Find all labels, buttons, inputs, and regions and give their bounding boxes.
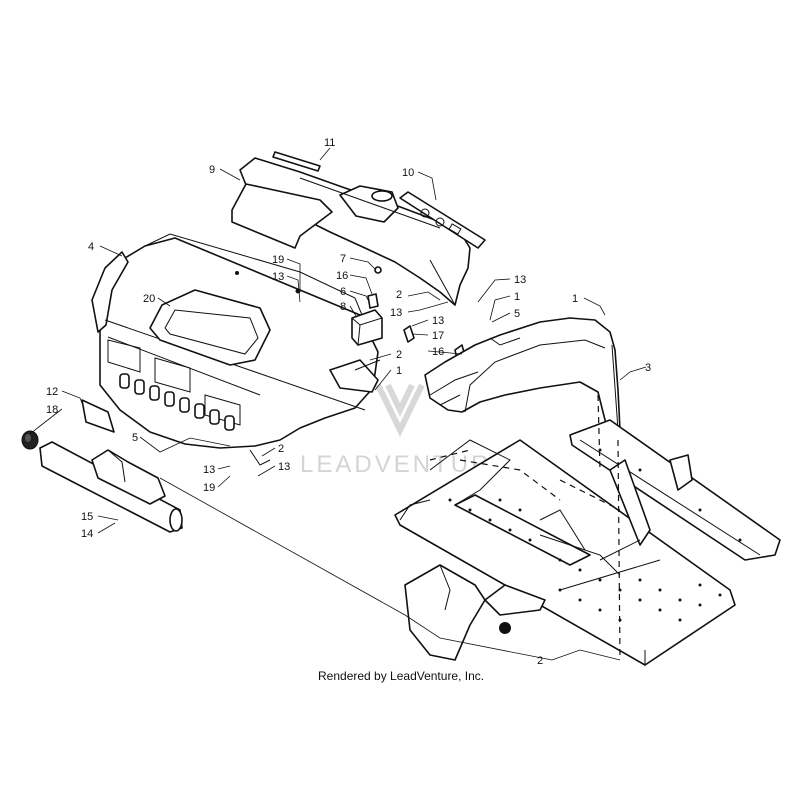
part-3-side-panel (424, 317, 621, 439)
callout-1-left: 1 (396, 365, 402, 377)
part-12-decal (81, 399, 115, 433)
render-credit: Rendered by LeadVenture, Inc. (318, 669, 484, 683)
callout-10: 10 (402, 167, 414, 179)
callout-2-bottom: 2 (537, 655, 543, 667)
callout-13-d: 13 (432, 315, 444, 327)
callout-11: 11 (324, 137, 335, 149)
callout-5-right: 5 (514, 308, 520, 320)
callout-6: 6 (340, 286, 346, 298)
part-4-hood (91, 233, 379, 449)
callout-15: 15 (81, 511, 93, 523)
part-18-cap (21, 430, 39, 450)
connector-lines (159, 359, 621, 661)
callout-7: 7 (340, 253, 346, 265)
callout-13-e: 13 (203, 464, 215, 476)
callout-9: 9 (209, 164, 215, 176)
frame-assembly (394, 419, 781, 666)
callout-labels: 1 1 1 2 2 2 2 2 3 4 5 5 6 7 8 9 10 11 12… (46, 137, 651, 667)
callout-12: 12 (46, 386, 58, 398)
part-8-relay (351, 309, 383, 346)
callout-leaders (29, 147, 647, 661)
callout-16-top: 16 (336, 270, 348, 282)
callout-19-bottom: 19 (203, 482, 215, 494)
part-11-decal-strip (272, 151, 321, 172)
callout-18: 18 (46, 404, 58, 416)
callout-16-bottom: 16 (432, 346, 444, 358)
callout-4: 4 (88, 241, 94, 253)
callout-17: 17 (432, 330, 444, 342)
part-10-switch-plate (399, 191, 486, 249)
callout-1-mid: 1 (514, 291, 520, 303)
watermark-logo (375, 383, 425, 437)
callout-13-f: 13 (278, 461, 290, 473)
part-15-handlebar (39, 441, 183, 533)
callout-2-top: 2 (396, 289, 402, 301)
callout-1-right: 1 (572, 293, 578, 305)
part-6-clip (367, 293, 379, 309)
part-17-clip (403, 325, 415, 343)
callout-13-b: 13 (390, 307, 402, 319)
callout-13-a: 13 (272, 271, 284, 283)
part-9-dash-panel (231, 157, 471, 306)
callout-2-mid: 2 (396, 349, 402, 361)
callout-3: 3 (645, 362, 651, 374)
callout-20: 20 (143, 293, 155, 305)
callout-14: 14 (81, 528, 93, 540)
callout-19-top: 19 (272, 254, 284, 266)
callout-5-left: 5 (132, 432, 138, 444)
callout-8: 8 (340, 301, 346, 313)
callout-2-low: 2 (278, 443, 284, 455)
callout-13-c: 13 (514, 274, 526, 286)
part-7-screw (374, 266, 382, 274)
